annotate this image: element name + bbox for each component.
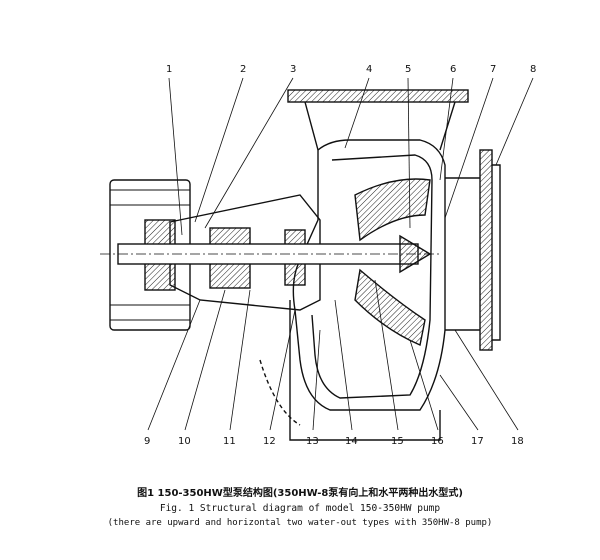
caption-chinese: 图1 150-350HW型泵结构图(350HW-8泵有向上和水平两种出水型式): [137, 488, 463, 499]
part-label: 7: [490, 64, 496, 75]
part-label: 10: [178, 436, 191, 447]
caption-english-title: Fig. 1 Structural diagram of model 150-3…: [159, 503, 441, 514]
part-label: 9: [144, 436, 150, 447]
volute-inner-wall: [311, 154, 433, 399]
bottom-part-labels: 9 10 11 12 13 14 15 16 17 18: [144, 436, 524, 447]
volute-casing: [292, 139, 446, 411]
upper-outlet-flange: [287, 89, 469, 103]
part-label: 18: [511, 436, 524, 447]
part-label: 16: [431, 436, 444, 447]
impeller-blade: [354, 268, 426, 346]
part-label: 13: [306, 436, 319, 447]
base-dashed-outline: [259, 359, 301, 426]
part-label: 17: [471, 436, 484, 447]
pump-body-drawing: [100, 89, 501, 441]
impeller-nut: [399, 234, 432, 274]
figure-captions: 图1 150-350HW型泵结构图(350HW-8泵有向上和水平两种出水型式) …: [0, 486, 600, 531]
part-label: 4: [366, 64, 372, 75]
part-label: 3: [290, 64, 296, 75]
part-label: 11: [223, 436, 236, 447]
part-label: 12: [263, 436, 276, 447]
part-label: 14: [345, 436, 358, 447]
part-label: 8: [530, 64, 536, 75]
impeller-blade: [354, 178, 431, 242]
upper-outlet-neck: [304, 101, 456, 151]
part-label: 2: [240, 64, 246, 75]
pulley-grooves: [110, 189, 190, 321]
part-label: 6: [450, 64, 456, 75]
caption-english-note: (there are upward and horizontal two wat…: [107, 518, 493, 528]
side-outlet-flange: [479, 149, 493, 351]
part-label: 5: [405, 64, 411, 75]
part-label: 15: [391, 436, 404, 447]
pump-structural-diagram: 1 2 3 4 5 6 7 8 9 10 11 12 13 14 15 16 1…: [100, 64, 536, 447]
top-part-labels: 1 2 3 4 5 6 7 8: [166, 64, 536, 75]
part-label: 1: [166, 64, 172, 75]
pump-base: [289, 300, 441, 441]
leader-lines: [147, 77, 534, 431]
